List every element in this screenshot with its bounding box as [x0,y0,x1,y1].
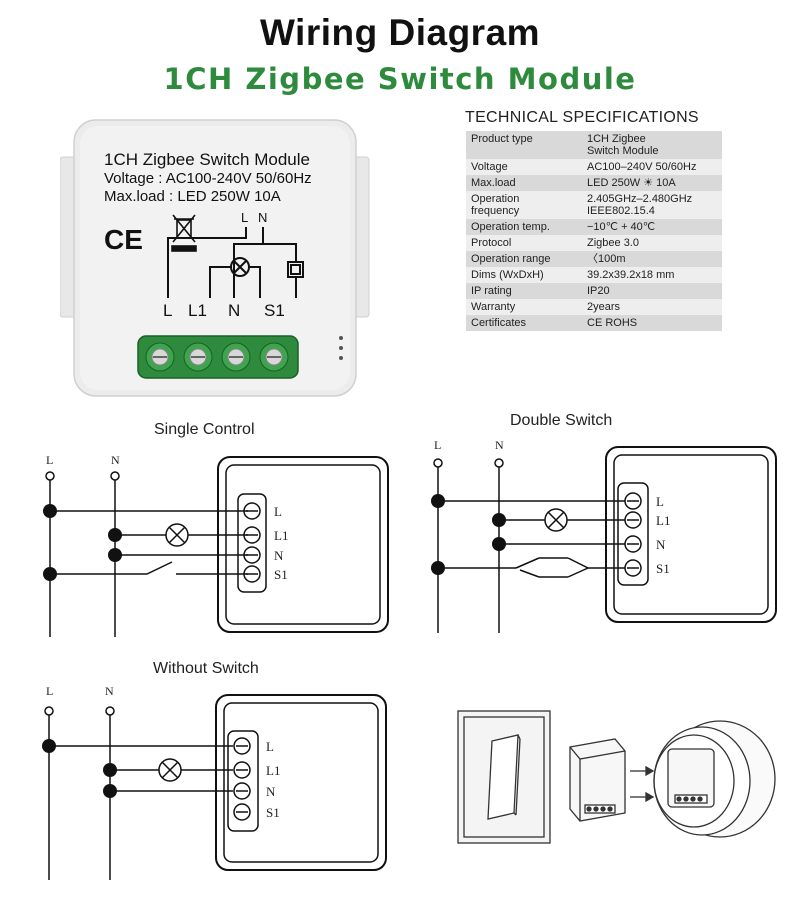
spec-value: IP20 [582,283,722,299]
spec-row: Operation temp.−10℃ + 40℃ [466,219,722,235]
page-subtitle: 1CH Zigbee Switch Module [163,62,637,96]
double-junction-dots [431,494,506,575]
spec-value: 〈100m [582,251,722,267]
single-pin-l: L [274,504,282,519]
double-line-l-label: L [434,438,441,452]
without-pin-l1: L1 [266,763,280,778]
double-pin-n: N [656,537,666,552]
spec-value: LED 250W ☀ 10A [582,175,722,191]
install-arrow-icons [630,765,655,803]
spec-row: Dims (WxDxH)39.2x39.2x18 mm [466,267,722,283]
single-control-diagram: Single Control L N L L1 N S1 [43,421,389,637]
without-pin-l: L [266,739,274,754]
module-led-dots [339,336,343,360]
module-label-line3: Max.load : LED 250W 10A [104,188,281,205]
spec-key: Operation frequency [466,191,582,219]
spec-value: 2.405GHz–2.480GHz IEEE802.15.4 [582,191,722,219]
spec-key: IP rating [466,283,582,299]
module-pin-s1: S1 [264,301,285,320]
spec-value: AC100–240V 50/60Hz [582,159,722,175]
spec-key: Operation range [466,251,582,267]
spec-key: Max.load [466,175,582,191]
module-wiring-sketch [167,227,304,298]
double-module-outline [605,446,777,623]
single-pin-n: N [274,548,284,563]
spec-key: Dims (WxDxH) [466,267,582,283]
without-module-outline [215,694,387,871]
single-line-n-label: N [111,453,120,467]
double-terminal-screws [624,492,642,577]
module-top-l: L [241,210,248,225]
module-label-line2: Voltage : AC100-240V 50/60Hz [104,170,312,187]
double-line-n-label: N [495,438,504,452]
spec-key: Operation temp. [466,219,582,235]
double-switch-title: Double Switch [510,412,612,429]
spec-row: Operation range〈100m [466,251,722,267]
terminal-screws [145,342,289,372]
single-module-outline [217,456,389,633]
single-terminal-screws [243,502,261,583]
single-control-title: Single Control [154,421,255,438]
module-small-icon [569,738,626,822]
module-pin-l: L [163,301,172,320]
module-top-n: N [258,210,267,225]
single-wires [45,471,248,637]
spec-value: CE ROHS [582,315,722,331]
double-pin-l: L [656,494,664,509]
spec-value: 2years [582,299,722,315]
module-face [80,126,350,390]
spec-key: Warranty [466,299,582,315]
module-label-line1: 1CH Zigbee Switch Module [104,150,310,169]
ce-mark-icon: CE [104,224,143,255]
spec-value: 39.2x39.2x18 mm [582,267,722,283]
without-wires [44,706,233,880]
installation-illustration [457,710,776,844]
double-switch-diagram: Double Switch L N L L1 N S1 [431,412,777,633]
module-pin-l1: L1 [188,301,207,320]
page-title: Wiring Diagram [259,12,541,53]
spec-value: Zigbee 3.0 [582,235,722,251]
without-switch-title: Without Switch [153,660,259,677]
spec-key: Voltage [466,159,582,175]
module-photo: 1CH Zigbee Switch Module Voltage : AC100… [60,119,370,397]
without-junction-dots [42,739,117,798]
spec-value: −10℃ + 40℃ [582,219,722,235]
single-pin-l1: L1 [274,528,288,543]
spec-key: Protocol [466,235,582,251]
wall-switch-icon [457,710,551,844]
module-pin-n: N [228,301,240,320]
without-switch-diagram: Without Switch L N L L1 N S1 [42,660,387,880]
specs-heading: TECHNICAL SPECIFICATIONS [465,109,699,126]
without-terminal-screws [233,737,251,821]
single-line-l-label: L [46,453,53,467]
without-pin-n: N [266,784,276,799]
spec-key: Certificates [466,315,582,331]
spec-value: 1CH Zigbee Switch Module [582,131,722,159]
spec-key: Product type [466,131,582,159]
wall-box-icon [653,720,776,838]
double-pin-s1: S1 [656,561,670,576]
double-wires [433,458,625,633]
double-pin-l1: L1 [656,513,670,528]
without-pin-s1: S1 [266,805,280,820]
without-line-l-label: L [46,684,53,698]
single-pin-s1: S1 [274,567,288,582]
single-junction-dots [43,504,122,581]
without-line-n-label: N [105,684,114,698]
terminal-block [137,335,299,379]
